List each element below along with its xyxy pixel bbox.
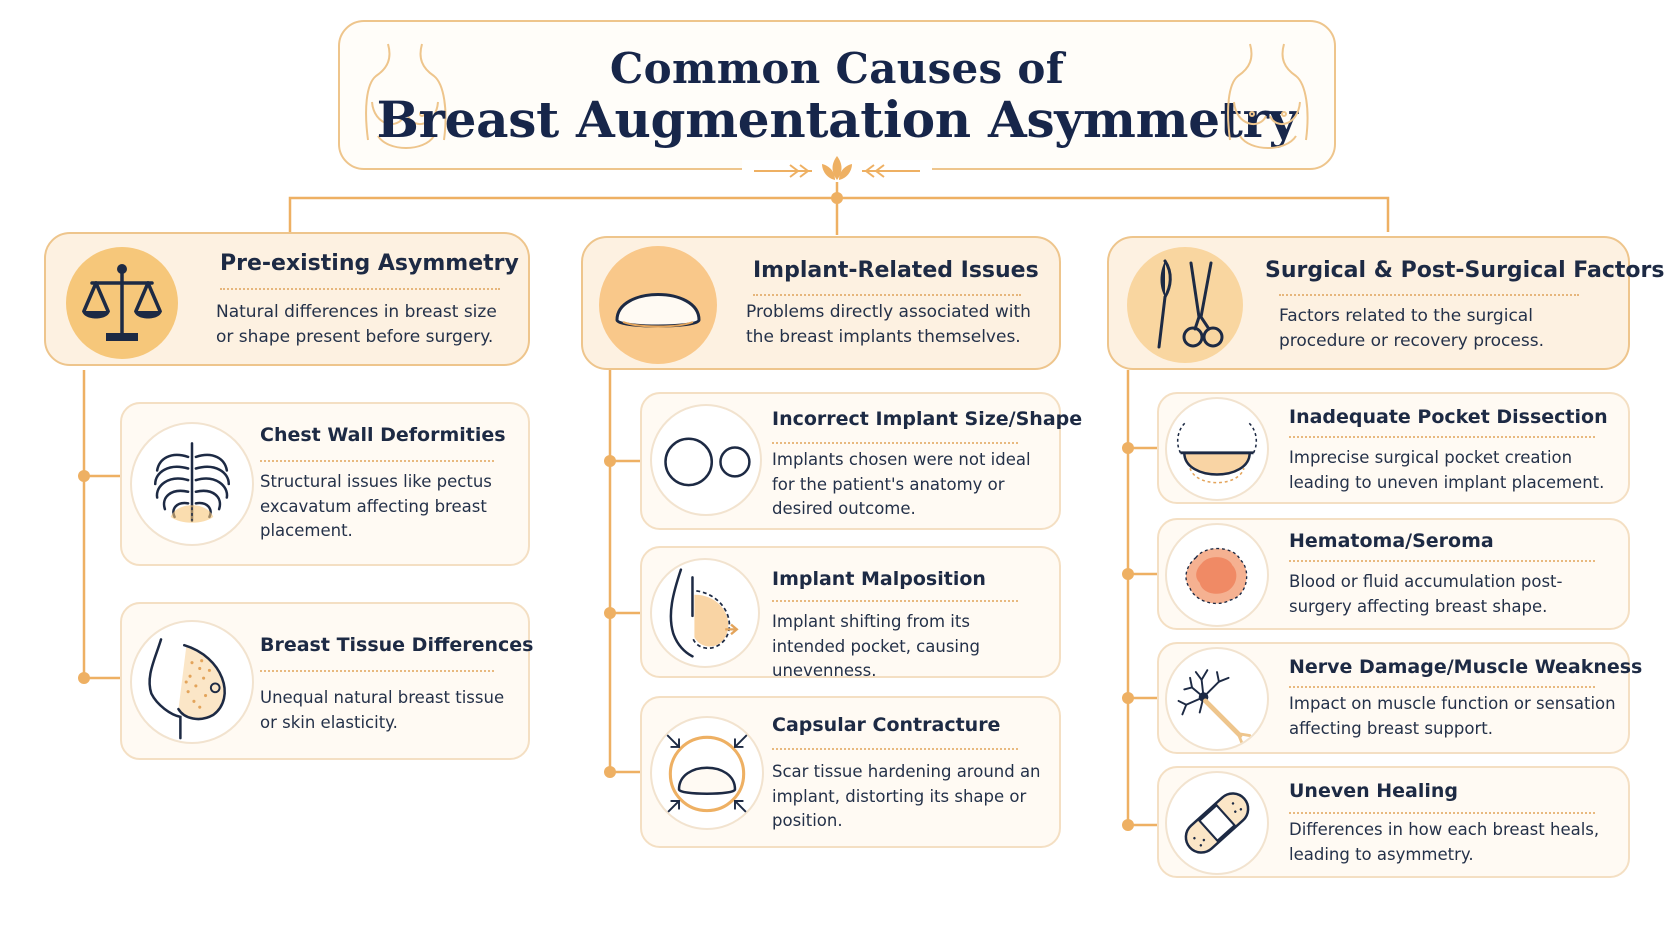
cause-description: Implant shifting from its intended pocke…: [772, 612, 980, 680]
divider: [772, 600, 1018, 602]
divider: [1289, 560, 1595, 562]
fluid-accumulation-icon: [1185, 547, 1248, 605]
divider: [753, 294, 1021, 296]
divider: [260, 670, 494, 672]
cause-title: Inadequate Pocket Dissection: [1289, 406, 1608, 428]
divider: [772, 442, 1018, 444]
title-line-2: Breast Augmentation Asymmetry: [376, 90, 1298, 149]
divider: [260, 460, 494, 462]
rib-cage-icon: [153, 442, 231, 523]
surgical-tools-icon: [1157, 259, 1224, 349]
cause-card-malposition: Implant Malposition Implant shifting fro…: [640, 546, 1061, 680]
bandage-icon: [1184, 792, 1250, 854]
breast-tissue-icon: [148, 638, 226, 740]
icon-circle: [130, 620, 254, 744]
icon-circle: [1165, 647, 1269, 751]
cause-description: Impact on muscle function or sensation a…: [1289, 694, 1616, 738]
cause-description: Imprecise surgical pocket creation leadi…: [1289, 448, 1605, 492]
title-line-1: Common Causes of: [609, 44, 1065, 93]
icon-circle: [130, 422, 254, 546]
icon-circle: [650, 558, 760, 668]
ornament-icon: [742, 156, 932, 182]
torso-outline-icon: [365, 43, 447, 149]
category-description: Factors related to the surgical procedur…: [1279, 306, 1544, 351]
icon-circle: [1165, 523, 1269, 627]
cause-title: Chest Wall Deformities: [260, 424, 506, 446]
category-description: Problems directly associated with the br…: [746, 302, 1031, 347]
cause-card-tissue-differences: Breast Tissue Differences Unequal natura…: [120, 602, 534, 760]
category-card-implant-related: Implant-Related Issues Problems directly…: [581, 236, 1061, 370]
cause-title: Hematoma/Seroma: [1289, 530, 1494, 552]
category-title: Implant-Related Issues: [753, 258, 1039, 283]
cause-title: Incorrect Implant Size/Shape: [772, 408, 1083, 430]
balance-scale-icon: [82, 264, 162, 341]
category-card-pre-existing: Pre-existing Asymmetry Natural differenc…: [44, 232, 530, 366]
cause-description: Blood or fluid accumulation post-surgery…: [1289, 572, 1563, 616]
size-circles-icon: [664, 437, 751, 487]
cause-description: Implants chosen were not ideal for the p…: [772, 450, 1031, 518]
divider: [1289, 812, 1595, 814]
cause-title: Implant Malposition: [772, 568, 986, 590]
cause-card-implant-size: Incorrect Implant Size/Shape Implants ch…: [640, 392, 1082, 530]
divider: [772, 748, 1018, 750]
cause-description: Structural issues like pectus excavatum …: [260, 472, 492, 540]
cause-card-uneven-healing: Uneven Healing Differences in how each b…: [1157, 766, 1630, 878]
category-title: Surgical & Post-Surgical Factors: [1265, 258, 1665, 283]
icon-circle: [650, 404, 762, 516]
cause-description: Scar tissue hardening around an implant,…: [772, 762, 1041, 830]
implant-shift-icon: [669, 568, 739, 658]
cause-title: Breast Tissue Differences: [260, 634, 534, 656]
divider: [1289, 686, 1595, 688]
divider: [1279, 294, 1579, 296]
implant-icon: [615, 293, 701, 328]
cause-card-capsular-contracture: Capsular Contracture Scar tissue hardeni…: [640, 696, 1061, 848]
nerve-icon: [1177, 669, 1252, 745]
cause-card-pocket-dissection: Inadequate Pocket Dissection Imprecise s…: [1157, 392, 1630, 504]
cause-description: Unequal natural breast tissue or skin el…: [260, 688, 505, 732]
cause-card-hematoma: Hematoma/Seroma Blood or fluid accumulat…: [1157, 518, 1630, 630]
icon-circle: [1165, 397, 1269, 501]
cause-title: Capsular Contracture: [772, 714, 1001, 736]
surgical-pocket-icon: [1176, 421, 1258, 484]
capsule-contracture-icon: [666, 734, 748, 814]
category-icon-circle: [1127, 247, 1243, 363]
cause-title: Uneven Healing: [1289, 780, 1459, 802]
icon-circle: [1165, 771, 1269, 875]
icon-circle: [650, 716, 764, 830]
divider: [1289, 436, 1595, 438]
category-card-surgical: Surgical & Post-Surgical Factors Factors…: [1107, 236, 1665, 370]
cause-description: Differences in how each breast heals, le…: [1289, 820, 1600, 864]
cause-card-nerve-damage: Nerve Damage/Muscle Weakness Impact on m…: [1157, 642, 1642, 754]
category-icon-circle: [599, 246, 717, 364]
cause-card-chest-wall: Chest Wall Deformities Structural issues…: [120, 402, 530, 566]
title-banner: Common Causes of Breast Augmentation Asy…: [338, 20, 1336, 170]
category-title: Pre-existing Asymmetry: [220, 251, 519, 276]
category-description: Natural differences in breast size or sh…: [216, 302, 497, 347]
divider: [220, 288, 500, 290]
torso-outline-icon: [1227, 43, 1309, 149]
cause-title: Nerve Damage/Muscle Weakness: [1289, 656, 1643, 678]
category-icon-circle: [66, 247, 178, 359]
